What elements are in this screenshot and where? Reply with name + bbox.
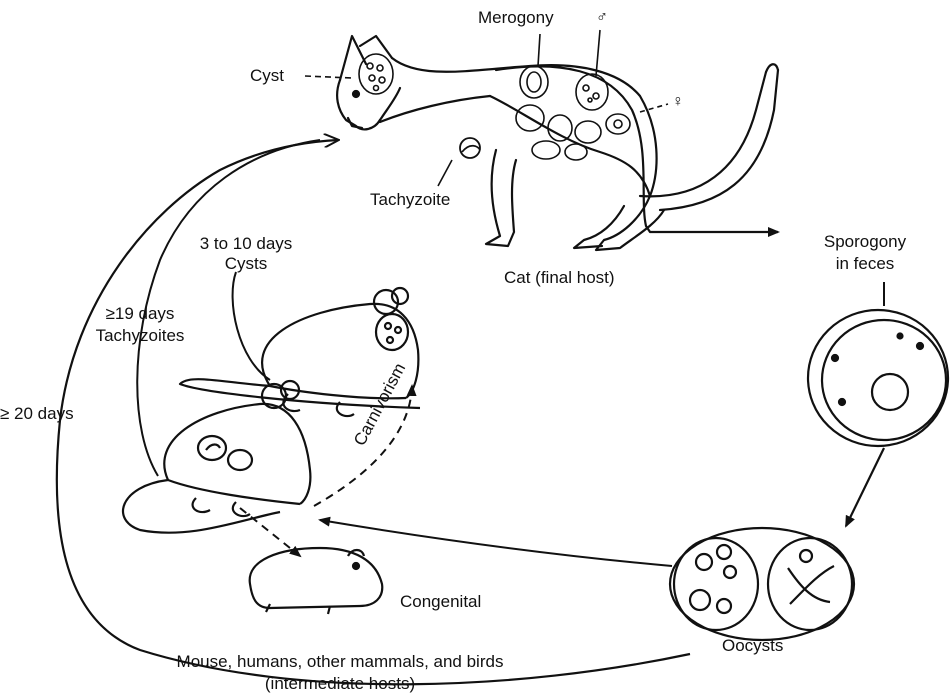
arrow-cysts-to-cat <box>233 272 270 380</box>
label-cat-final-host: Cat (final host) <box>504 268 615 288</box>
label-female-gamete: ♀ <box>672 92 684 112</box>
sporulated-oocyst <box>670 528 854 640</box>
label-merogony: Merogony <box>478 8 554 28</box>
cat-tachyzoite <box>460 138 480 158</box>
label-in-feces: in feces <box>800 254 930 274</box>
label-male-gamete: ♂ <box>596 8 608 28</box>
pointer-lines <box>305 30 668 186</box>
label-intermediate-hosts-line1: Mouse, humans, other mammals, and birds <box>100 652 580 672</box>
label-tachyzoites-days: ≥19 days <box>80 304 200 324</box>
label-cyst: Cyst <box>250 66 284 86</box>
newborn-mouse <box>250 548 383 614</box>
arrow-to-oocysts <box>846 448 884 526</box>
label-intermediate-hosts-line2: (intermediate hosts) <box>100 674 580 694</box>
label-tachyzoite: Tachyzoite <box>370 190 450 210</box>
unsporulated-oocyst <box>808 310 948 446</box>
arrow-oocysts-to-mouse <box>320 520 672 566</box>
label-sporogony: Sporogony <box>800 232 930 252</box>
label-oocyst-days: ≥ 20 days <box>0 404 74 424</box>
cat-cyst <box>359 54 393 94</box>
label-tachyzoites: Tachyzoites <box>70 326 210 346</box>
mouse-with-tachyzoites <box>123 381 310 533</box>
label-oocysts: Oocysts <box>722 636 783 656</box>
label-cysts: Cysts <box>186 254 306 274</box>
cat-illustration <box>337 36 778 250</box>
label-congenital: Congenital <box>400 592 481 612</box>
label-cysts-days: 3 to 10 days <box>186 234 306 254</box>
merogony-stages <box>516 66 630 160</box>
